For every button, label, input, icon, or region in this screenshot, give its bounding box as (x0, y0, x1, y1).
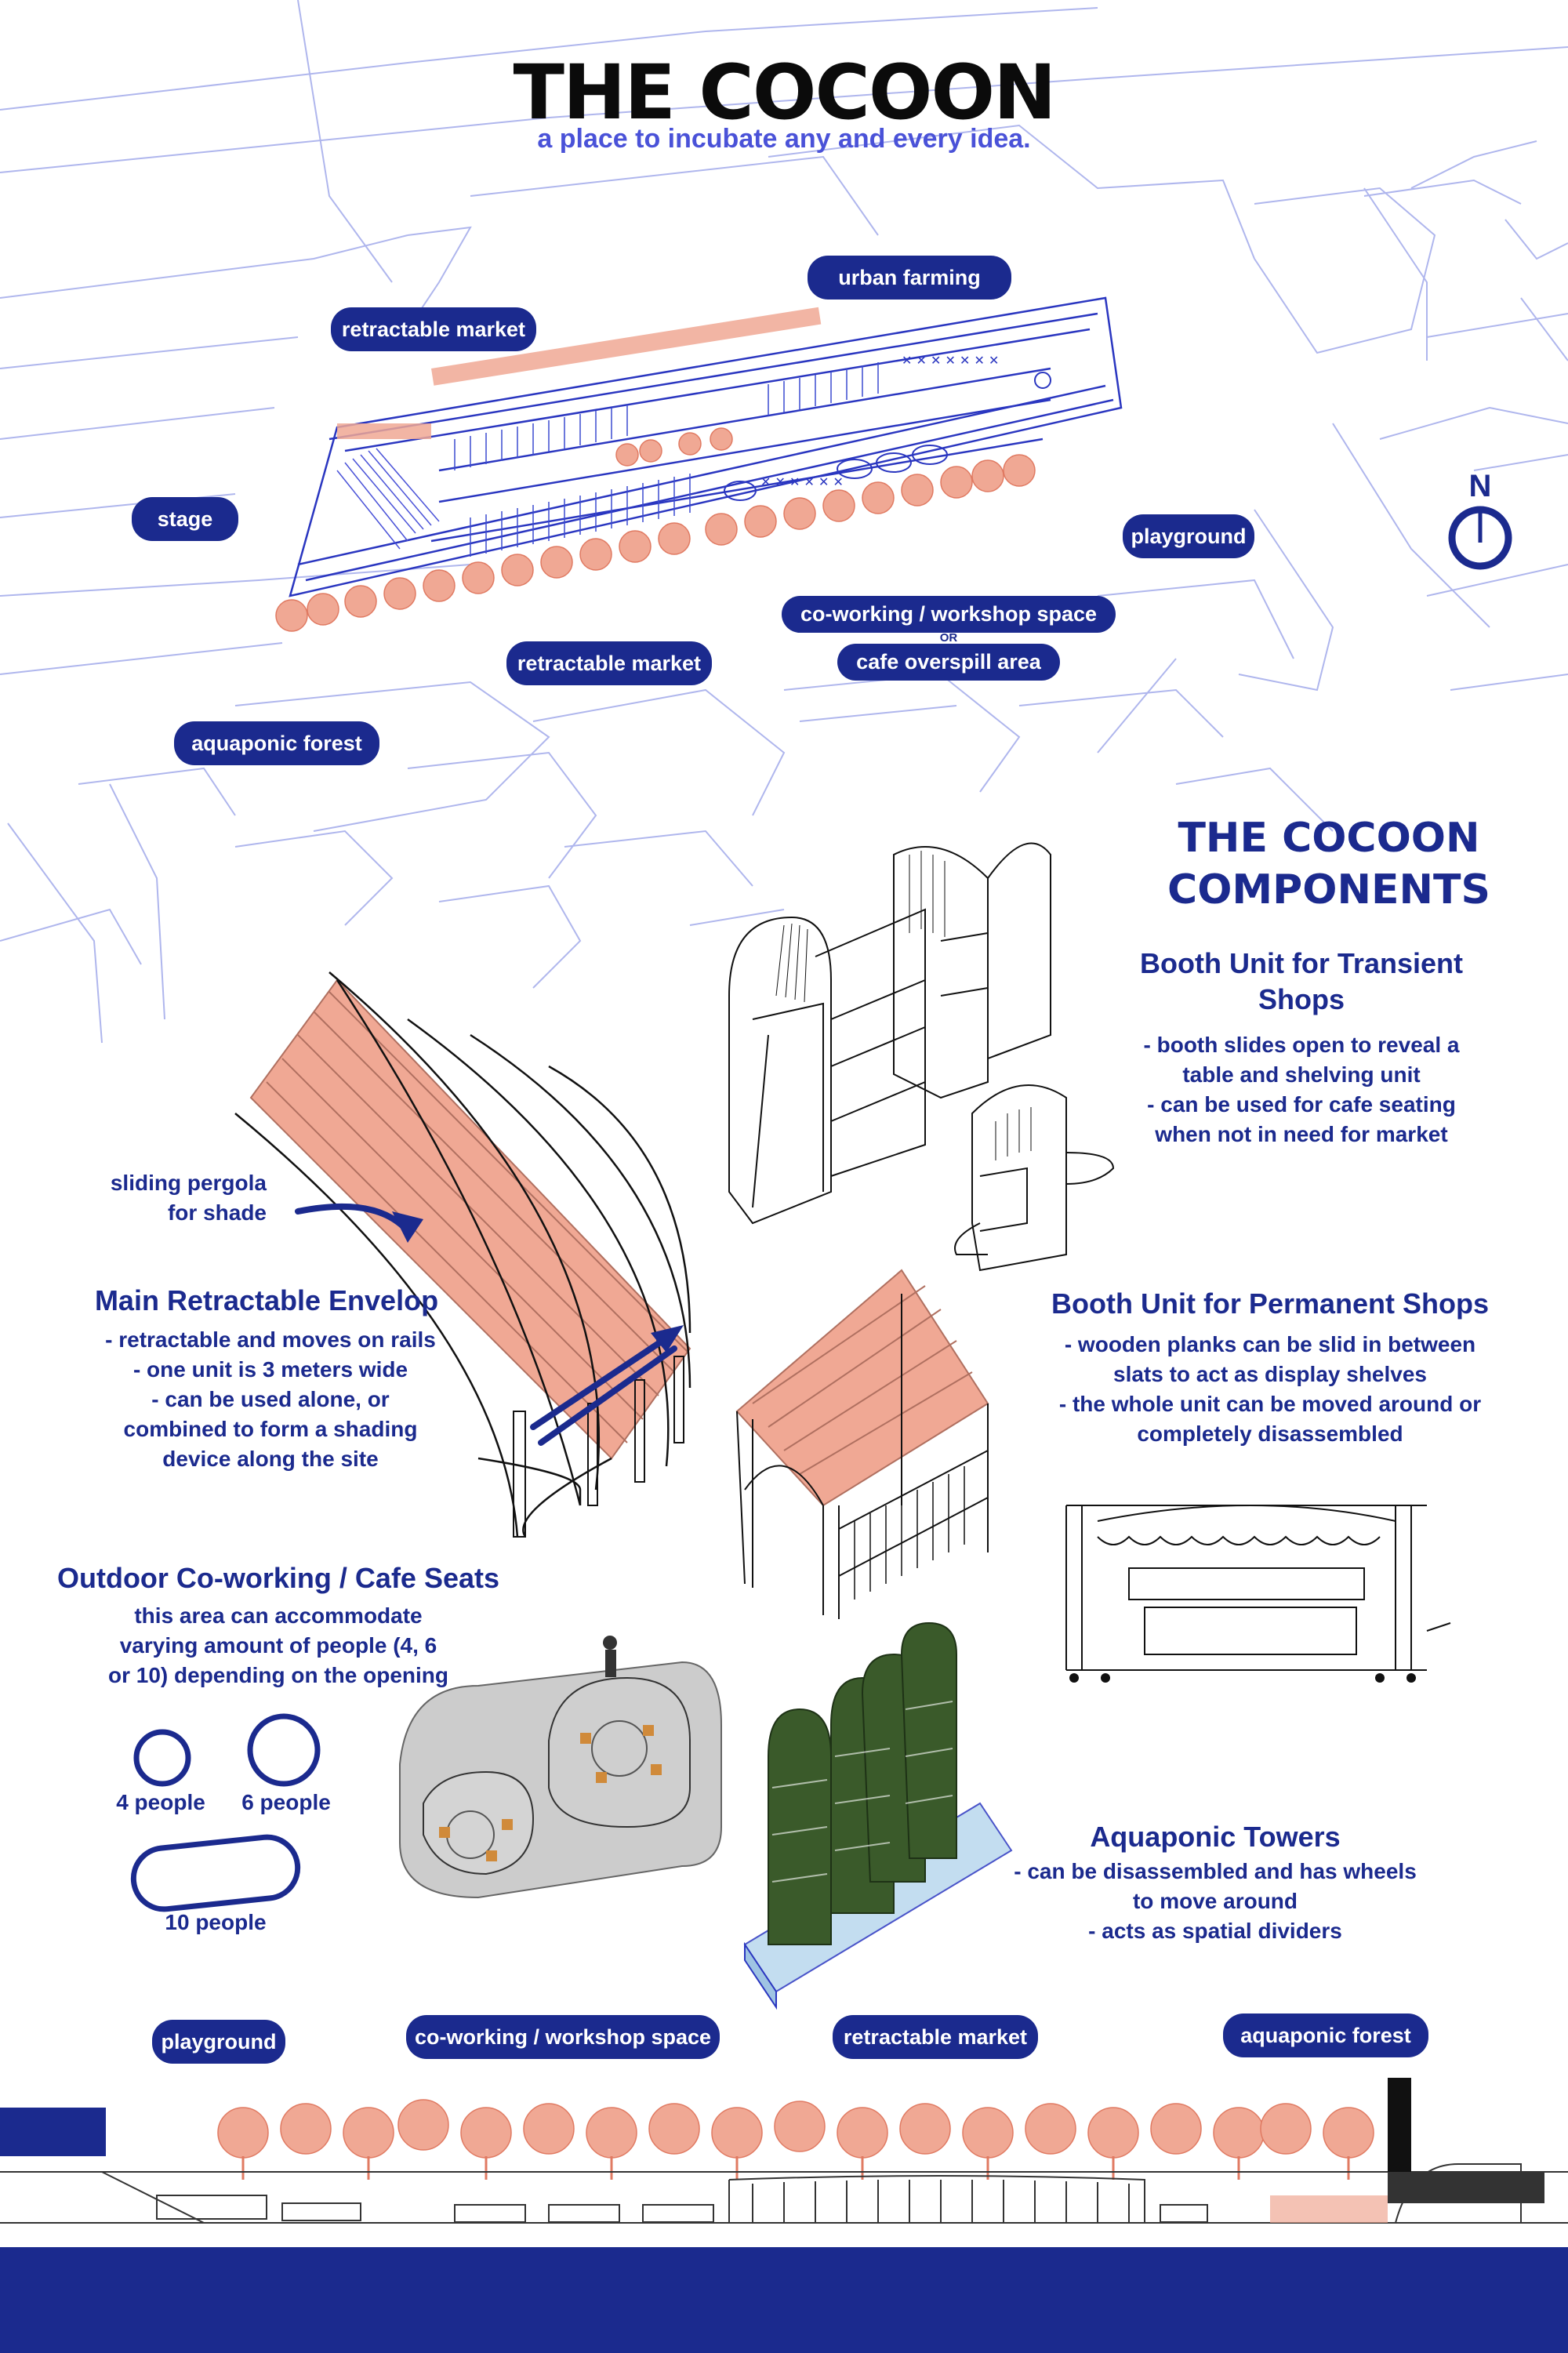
north-label: N (1468, 469, 1492, 503)
label-aquaponic-forest: aquaponic forest (174, 721, 379, 765)
north-arrow: N (1444, 470, 1516, 578)
booth-transient-title-line2: Shops (1258, 983, 1345, 1015)
booth-transient-title-line1: Booth Unit for Transient (1140, 947, 1463, 979)
coworking-seats-title: Outdoor Co-working / Cafe Seats (56, 1562, 500, 1594)
section-label-playground: playground (152, 2020, 285, 2064)
label-or: OR (939, 631, 958, 645)
booth-transient-text: - booth slides open to reveal a table an… (1143, 1033, 1460, 1146)
label-urban-farming: urban farming (808, 256, 1011, 300)
envelop-text: - retractable and moves on rails - one u… (105, 1327, 436, 1471)
label-playground: playground (1123, 514, 1254, 558)
aquaponic-towers-text: - can be disassembled and has wheels to … (1014, 1859, 1417, 1943)
four-people-label: 4 people (116, 1790, 205, 1814)
label-coworking-workshop: co-working / workshop space (781, 596, 1116, 633)
svg-text:✕ ✕ ✕ ✕ ✕ ✕: ✕ ✕ ✕ ✕ ✕ ✕ (760, 474, 844, 489)
pergola-label: sliding pergola for shade (110, 1171, 267, 1225)
ten-people-label: 10 people (165, 1910, 267, 1934)
booth-permanent-text: - wooden planks can be slid in between s… (1058, 1332, 1482, 1446)
label-stage: stage (132, 497, 238, 541)
svg-text:✕ ✕ ✕ ✕ ✕ ✕ ✕: ✕ ✕ ✕ ✕ ✕ ✕ ✕ (902, 353, 999, 368)
page-title: THE COCOON (513, 49, 1057, 136)
six-people-label: 6 people (241, 1790, 331, 1814)
footer-band (0, 2247, 1568, 2353)
label-retractable-market-bottom: retractable market (506, 641, 712, 685)
section-label-aquaponic-forest: aquaponic forest (1223, 2013, 1428, 2057)
booth-permanent-title: Booth Unit for Permanent Shops (1051, 1287, 1489, 1320)
envelop-title: Main Retractable Envelop (94, 1284, 439, 1316)
coworking-seats-text: this area can accommodate varying amount… (108, 1603, 448, 1687)
label-cafe-overspill: cafe overspill area (837, 644, 1060, 681)
page-subtitle: a place to incubate any and every idea. (537, 124, 1031, 154)
booth-transient-title: Booth Unit for Transient Shops (1098, 946, 1505, 1018)
aquaponic-towers-title: Aquaponic Towers (1090, 1821, 1341, 1853)
label-coworking-or-cafe: co-working / workshop space OR cafe over… (781, 596, 1116, 681)
components-heading-line1: THE COCOON (1178, 815, 1480, 862)
label-retractable-market-top: retractable market (331, 307, 536, 351)
compass-icon (1448, 506, 1512, 570)
section-label-retractable-market: retractable market (833, 2015, 1038, 2059)
components-heading: THE COCOON COMPONENTS (1129, 812, 1529, 916)
components-heading-line2: COMPONENTS (1167, 866, 1490, 913)
section-label-coworking: co-working / workshop space (406, 2015, 720, 2059)
